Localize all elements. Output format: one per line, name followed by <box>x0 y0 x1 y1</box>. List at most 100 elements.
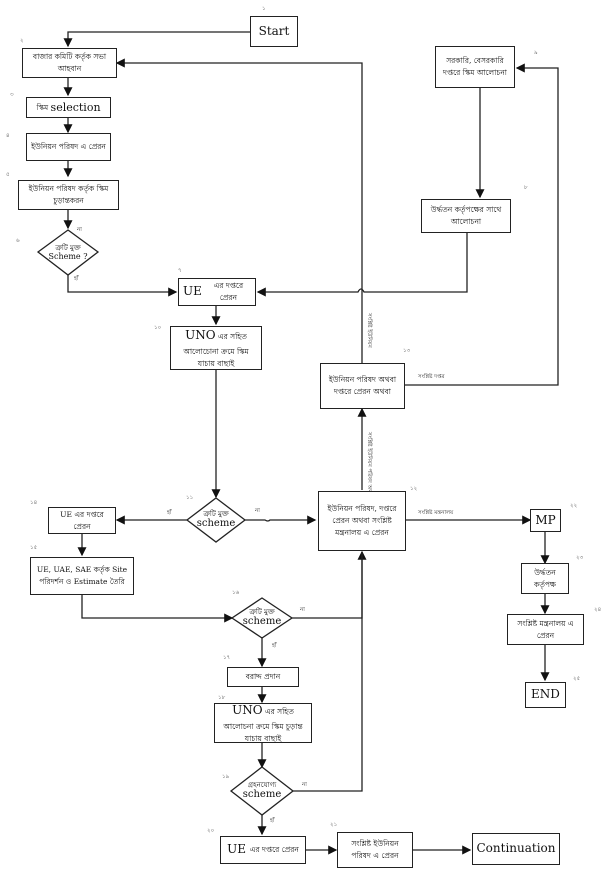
node-label: ইউনিয়ন পরিষদ, দপ্তরে প্রেরন অথবা সংশ্লি… <box>327 504 397 537</box>
end-node: END <box>525 682 566 708</box>
node-union-or-office-send: ইউনিয়ন পরিষদ অথবা দপ্তরে প্রেরন অথবা <box>320 363 405 409</box>
edge-label-no: না <box>77 227 82 233</box>
node-label: MP <box>535 512 556 527</box>
node-ue-office: UE এর দপ্তরে প্রেরন <box>178 278 256 306</box>
node-allocation: বরাদ্দ প্রদান <box>227 667 299 687</box>
step-number: ১৫ <box>30 545 38 551</box>
edge-label-yes: হাঁ <box>167 510 172 516</box>
node-uno-discussion: UNO এর সহিত আলোচোনা ক্রমে স্কিম যাচায় ব… <box>170 326 262 370</box>
step-number: ১ <box>262 6 266 12</box>
continuation-label: Continuation <box>476 841 556 856</box>
node-label-en: UE <box>227 842 246 857</box>
edge-label-yes: হাঁ <box>270 818 275 824</box>
decision-d19 <box>229 766 295 816</box>
step-number: ৪ <box>6 133 10 139</box>
step-number: ১৭ <box>223 655 231 661</box>
step-number: ২২ <box>570 503 578 509</box>
node-label-en: UNO <box>185 328 216 343</box>
node-site-visit-estimate: UE, UAE, SAE কর্তৃক Site পরিদর্শন ও Esti… <box>30 557 134 595</box>
step-number: ১০ <box>154 325 162 331</box>
node-label: ইউনিয়ন পরিষদ এ প্রেরন <box>31 142 106 151</box>
node-label: সংশ্লিষ্ট ইউনিয়ন পরিষদ এ প্রেরন <box>351 839 399 860</box>
decision-text-bn: ত্রুটি মুক্ত <box>203 510 229 519</box>
edge-label-to-union: সংশ্লিষ্ট ইউনিয়ন <box>366 313 372 348</box>
node-label: উর্দ্ধতন কর্তৃপক্ষ <box>533 567 557 589</box>
node-label-bn: এর সহিত আলোচোনা ক্রমে স্কিম যাচায় বাছাই <box>183 332 249 368</box>
node-label: সংশ্লিষ্ট মন্ত্রনালয় এ প্রেরন <box>517 618 574 640</box>
node-ue-office-send: UE এর দপ্তরে প্রেরন <box>48 507 116 534</box>
node-label: উর্দ্ধতন কর্তৃপক্ষের সাথে আলোচনা <box>430 205 502 226</box>
step-number: ১৮ <box>218 695 226 701</box>
node-label: ইউনিয়ন পরিষদ কর্তৃক স্কিম চুড়ান্তকরন <box>28 184 109 205</box>
node-label-bn: এর দপ্তরে প্রেরন <box>249 845 299 854</box>
edge-d6-n7 <box>67 275 178 297</box>
node-send-relevant-union: সংশ্লিষ্ট ইউনিয়ন পরিষদ এ প্রেরন <box>337 832 413 868</box>
node-ue-office-final: UE এর দপ্তরে প্রেরন <box>220 836 306 864</box>
node-label: UE এর দপ্তরে প্রেরন <box>60 509 104 531</box>
step-number: ৮ <box>524 185 528 191</box>
step-number: ২ <box>20 38 24 44</box>
decision-text-en: Scheme ? <box>48 252 88 262</box>
node-label-bn: স্কিম <box>36 102 49 112</box>
edge-n15-d16 <box>81 595 234 623</box>
edge-label-no: না <box>302 782 307 788</box>
decision-d16 <box>230 597 294 639</box>
edge-start-n2 <box>63 31 250 48</box>
node-uno-final-selection: UNO এর সহিত আলোচনা ক্রমে স্কিম চুড়ান্ত … <box>214 703 312 743</box>
edge-label-yes: হাঁ <box>272 643 277 649</box>
end-label: END <box>531 687 560 702</box>
node-label-bn: এর সহিত আলোচনা ক্রমে স্কিম চুড়ান্ত যাচা… <box>223 707 303 743</box>
node-union-finalize-scheme: ইউনিয়ন পরিষদ কর্তৃক স্কিম চুড়ান্তকরন <box>18 180 119 210</box>
step-number: ২১ <box>330 822 338 828</box>
step-number: ১৪ <box>30 500 38 506</box>
node-send-ministry: সংশ্লিষ্ট মন্ত্রনালয় এ প্রেরন <box>507 614 584 645</box>
node-label-en: UE <box>183 284 202 299</box>
step-number: ১৬ <box>232 590 240 596</box>
continuation-node: Continuation <box>472 833 560 865</box>
node-label: UE, UAE, SAE কর্তৃক Site পরিদর্শন ও Esti… <box>36 565 128 586</box>
edge-n13-n9 <box>405 63 559 386</box>
edge-d19-n12 <box>293 552 363 792</box>
step-number: ২৪ <box>594 607 602 613</box>
node-label-bn: এর দপ্তরে প্রেরন <box>213 281 244 302</box>
step-number: ২৩ <box>576 555 584 561</box>
step-number: ১৩ <box>403 348 411 354</box>
node-higher-authority: উর্দ্ধতন কর্তৃপক্ষ <box>521 563 569 594</box>
step-number: ৬ <box>16 238 20 244</box>
edge-label-no: না <box>255 508 260 514</box>
edge-label-yes: হাঁ <box>74 276 79 282</box>
decision-d6 <box>36 229 100 276</box>
node-higher-authority-discussion: উর্দ্ধতন কর্তৃপক্ষের সাথে আলোচনা <box>421 199 511 233</box>
decision-d11 <box>185 497 247 543</box>
edge-label-to-office: সংশ্লিষ্ট দপ্তর <box>418 374 445 380</box>
decision-text-bn: ত্রুটি মুক্ত <box>249 608 275 617</box>
step-number: ১১ <box>186 495 194 501</box>
node-label: ইউনিয়ন পরিষদ অথবা দপ্তরে প্রেরন অথবা <box>328 375 397 396</box>
decision-text-bn: গ্রহনযোগ্য <box>247 781 277 790</box>
node-label: বরাদ্দ প্রদান <box>245 672 281 681</box>
edge-n13-n2 <box>115 58 363 363</box>
node-market-committee-meeting: বাজার কমিটি কর্তৃক সভা আহবান <box>22 48 117 78</box>
decision-text-bn: ত্রুটি মুক্ত <box>55 244 81 253</box>
step-number: ৫ <box>6 172 10 178</box>
decision-text-en: scheme <box>196 518 236 530</box>
edge-d11-n12 <box>245 515 317 525</box>
node-send-union-parishad: ইউনিয়ন পরিষদ এ প্রেরন <box>26 133 111 161</box>
step-number: ২৫ <box>573 676 581 682</box>
node-label-en: selection <box>50 100 101 114</box>
node-label-en: UNO <box>232 703 263 718</box>
start-node: Start <box>250 16 298 47</box>
edge-label-union-or-office: সংশ্লিষ্ট ইউনিয়ন পরিষদ অথবা দপ্তর <box>366 432 372 510</box>
node-govt-private-office-discussion: সরকারি, বেসরকারি দপ্তরে স্কিম আলোচনা <box>435 46 515 88</box>
step-number: ১২ <box>410 486 418 492</box>
edge-label-no: না <box>300 607 305 613</box>
node-mp: MP <box>530 509 561 532</box>
start-label: Start <box>258 23 290 38</box>
step-number: ৯ <box>534 50 538 56</box>
node-label: বাজার কমিটি কর্তৃক সভা আহবান <box>32 52 107 73</box>
node-union-office-ministry-send: ইউনিয়ন পরিষদ, দপ্তরে প্রেরন অথবা সংশ্লি… <box>318 491 406 551</box>
